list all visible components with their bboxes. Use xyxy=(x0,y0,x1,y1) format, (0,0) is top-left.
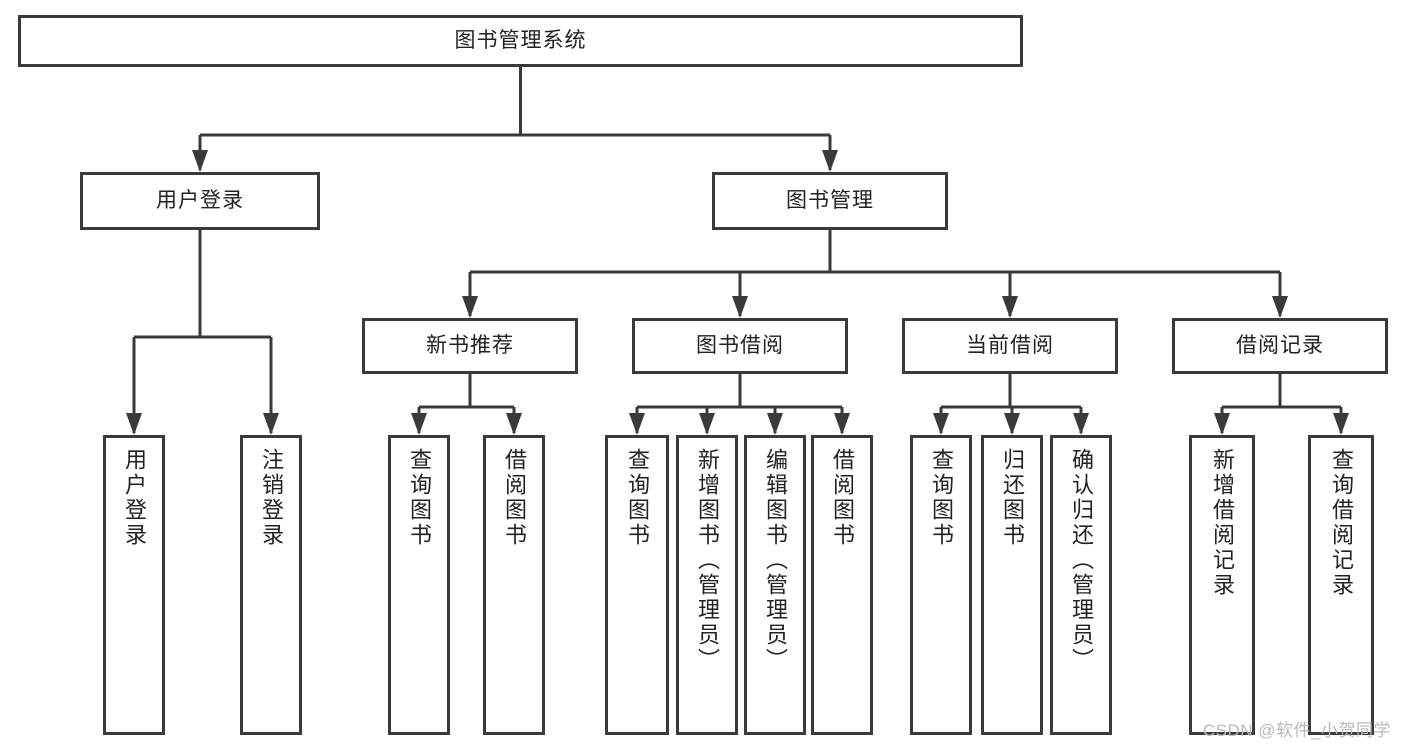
node-label-leaf-logout: 注销登录 xyxy=(259,448,284,548)
node-label-leaf-query-book-rec: 查询图书 xyxy=(407,448,432,548)
node-leaf-return-book[interactable]: 归还图书 xyxy=(981,435,1043,735)
node-label-current-borrow: 当前借阅 xyxy=(966,333,1054,357)
node-label-leaf-add-book: 新增图书（管理员） xyxy=(695,448,720,673)
node-new-book-recommend[interactable]: 新书推荐 xyxy=(362,318,578,374)
node-label-new-book-recommend: 新书推荐 xyxy=(426,333,514,357)
arrowhead-current-borrow xyxy=(1002,296,1018,318)
node-label-leaf-borrow-book-rec: 借阅图书 xyxy=(502,448,527,548)
node-leaf-confirm-return[interactable]: 确认归还（管理员） xyxy=(1050,435,1112,735)
arrowhead-leaf-query-book-rec xyxy=(411,413,427,435)
node-label-user-login: 用户登录 xyxy=(156,188,244,212)
arrowhead-leaf-add-borrow-record xyxy=(1214,413,1230,435)
node-label-leaf-add-borrow-record: 新增借阅记录 xyxy=(1210,448,1235,598)
node-leaf-logout[interactable]: 注销登录 xyxy=(240,435,302,735)
arrowhead-leaf-logout xyxy=(263,413,279,435)
arrowhead-leaf-query-book-current xyxy=(933,413,949,435)
arrowhead-book-manage xyxy=(822,150,838,172)
node-label-root: 图书管理系统 xyxy=(454,28,587,52)
arrowhead-user-login xyxy=(192,150,208,172)
node-leaf-add-borrow-record[interactable]: 新增借阅记录 xyxy=(1189,435,1255,735)
arrowhead-leaf-return-book xyxy=(1004,413,1020,435)
node-leaf-edit-book[interactable]: 编辑图书（管理员） xyxy=(744,435,806,735)
arrowhead-leaf-user-login xyxy=(126,413,142,435)
node-label-leaf-confirm-return: 确认归还（管理员） xyxy=(1069,448,1094,673)
node-current-borrow[interactable]: 当前借阅 xyxy=(902,318,1118,374)
arrowhead-borrow-record xyxy=(1272,296,1288,318)
arrowhead-leaf-add-book xyxy=(699,413,715,435)
node-label-book-borrow: 图书借阅 xyxy=(696,333,784,357)
node-label-leaf-return-book: 归还图书 xyxy=(1000,448,1025,548)
node-label-leaf-query-book-current: 查询图书 xyxy=(929,448,954,548)
node-leaf-borrow-book-rec[interactable]: 借阅图书 xyxy=(483,435,545,735)
arrowhead-leaf-borrow-book xyxy=(834,413,850,435)
node-label-leaf-borrow-book: 借阅图书 xyxy=(830,448,855,548)
node-user-login[interactable]: 用户登录 xyxy=(80,172,320,230)
node-label-borrow-record: 借阅记录 xyxy=(1236,333,1324,357)
node-leaf-query-book-borrow[interactable]: 查询图书 xyxy=(605,435,669,735)
node-label-leaf-edit-book: 编辑图书（管理员） xyxy=(763,448,788,673)
arrowhead-leaf-query-book-borrow xyxy=(629,413,645,435)
arrowhead-leaf-query-borrow-record xyxy=(1333,413,1349,435)
node-leaf-borrow-book[interactable]: 借阅图书 xyxy=(811,435,873,735)
node-label-leaf-query-book-borrow: 查询图书 xyxy=(625,448,650,548)
arrowhead-leaf-confirm-return xyxy=(1073,413,1089,435)
arrowhead-new-book-recommend xyxy=(462,296,478,318)
node-book-borrow[interactable]: 图书借阅 xyxy=(632,318,848,374)
node-leaf-query-book-current[interactable]: 查询图书 xyxy=(910,435,972,735)
node-leaf-query-book-rec[interactable]: 查询图书 xyxy=(388,435,450,735)
node-root[interactable]: 图书管理系统 xyxy=(18,15,1023,67)
node-leaf-user-login[interactable]: 用户登录 xyxy=(103,435,165,735)
arrowhead-leaf-edit-book xyxy=(767,413,783,435)
arrowhead-leaf-borrow-book-rec xyxy=(506,413,522,435)
node-label-leaf-query-borrow-record: 查询借阅记录 xyxy=(1329,448,1354,598)
node-leaf-add-book[interactable]: 新增图书（管理员） xyxy=(676,435,738,735)
node-book-manage[interactable]: 图书管理 xyxy=(712,172,948,230)
node-borrow-record[interactable]: 借阅记录 xyxy=(1172,318,1388,374)
watermark: CSDN @软件_小贺同学 xyxy=(1202,721,1391,740)
node-label-leaf-user-login: 用户登录 xyxy=(122,448,147,548)
node-label-book-manage: 图书管理 xyxy=(786,188,874,212)
arrowhead-book-borrow xyxy=(732,296,748,318)
node-leaf-query-borrow-record[interactable]: 查询借阅记录 xyxy=(1308,435,1374,735)
